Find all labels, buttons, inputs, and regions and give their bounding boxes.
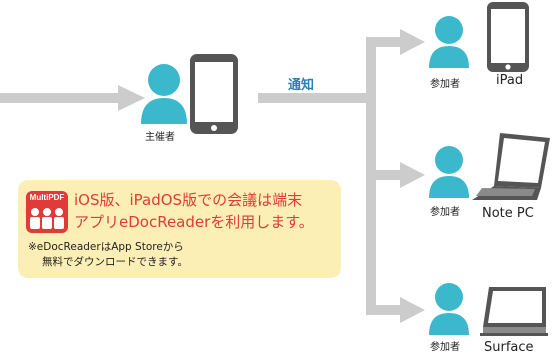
- incoming-arrow: [0, 85, 145, 111]
- info-main-line-2: アプリeDocReaderを利用します。: [74, 213, 314, 231]
- info-note-line-2: 無料でダウンロードできます。: [42, 256, 188, 268]
- multipdf-logo: MultiPDF: [26, 191, 68, 233]
- people-icon: [30, 208, 64, 229]
- participant-3-person-icon: [429, 283, 469, 335]
- surface-icon: [480, 287, 548, 336]
- participant-3-device: Surface: [484, 340, 534, 355]
- info-box: MultiPDF iOS版、iPadOS版での会議は端末 アプリeDocRead…: [18, 180, 341, 278]
- participant-1-device: iPad: [496, 73, 524, 88]
- notice-label: 通知: [288, 78, 315, 93]
- info-main-text: iOS版、iPadOS版での会議は端末 アプリeDocReaderを利用します。: [74, 189, 314, 233]
- host-tablet-icon: [190, 54, 238, 134]
- participant-2-device: Note PC: [482, 206, 534, 221]
- outgoing-arrow: [258, 29, 425, 323]
- logo-text: MultiPDF: [29, 193, 65, 202]
- info-note-text: ※eDocReaderはApp Storeから 無料でダウンロードできます。: [28, 240, 188, 270]
- participant-2-person-icon: [429, 146, 469, 198]
- participant-2-role: 参加者: [430, 207, 460, 218]
- host-person-icon: [141, 64, 187, 124]
- host-label: 主催者: [145, 132, 175, 143]
- info-main-line-1: iOS版、iPadOS版での会議は端末: [74, 191, 303, 209]
- info-note-line-1: ※eDocReaderはApp Storeから: [28, 241, 184, 253]
- laptop-icon: [472, 133, 550, 200]
- participant-1-person-icon: [429, 16, 469, 68]
- ipad-icon: [487, 2, 529, 72]
- participant-1-role: 参加者: [430, 79, 460, 90]
- participant-3-role: 参加者: [430, 342, 460, 353]
